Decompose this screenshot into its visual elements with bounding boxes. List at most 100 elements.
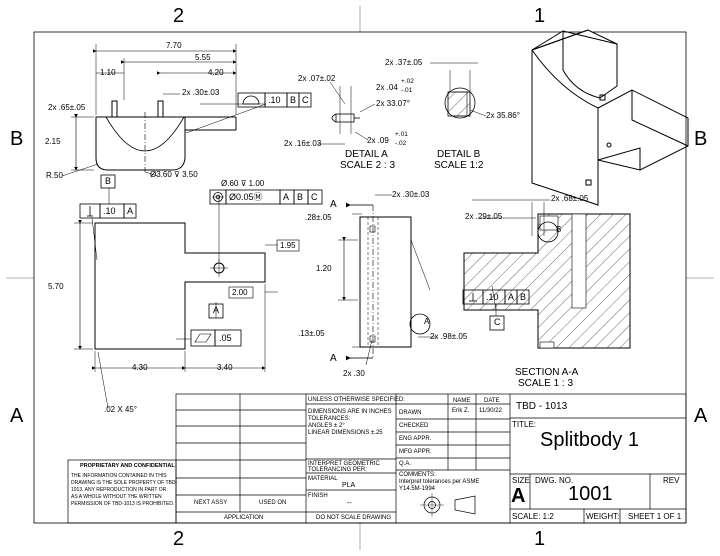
tb-unless: UNLESS OTHERWISE SPECIFIED: bbox=[308, 397, 405, 403]
fcf-perp-top-ref: A bbox=[127, 206, 134, 216]
isometric-view bbox=[531, 29, 689, 206]
detail-a-dim2-minus: -.01 bbox=[401, 87, 413, 94]
detail-a-callout: A bbox=[424, 317, 430, 326]
fcf-position bbox=[209, 189, 323, 205]
zone-left-b: B bbox=[10, 128, 24, 150]
boxed-dims bbox=[228, 239, 300, 299]
tb-used-on: USED ON bbox=[259, 500, 287, 506]
dim-width-2: 5.55 bbox=[195, 53, 211, 62]
tb-size-label: SIZE bbox=[512, 476, 530, 485]
tb-proprietary-line-1: THE INFORMATION CONTAINED IN THIS bbox=[71, 473, 167, 479]
detail-b bbox=[430, 62, 487, 119]
dim-height-front: 2.15 bbox=[45, 137, 61, 146]
zone-ticks bbox=[6, 6, 714, 550]
fcf-flatness bbox=[190, 303, 242, 347]
side-dim-d2: 1.20 bbox=[316, 264, 332, 273]
tb-title: Splitbody 1 bbox=[540, 429, 639, 451]
detail-a-dim2: 2x .04 bbox=[376, 83, 398, 92]
cut-label-bottom: A bbox=[330, 353, 337, 364]
detail-a-angle: 2x 33.07° bbox=[376, 99, 410, 108]
detail-a-dim4: 2x .09 bbox=[367, 136, 389, 145]
tb-title-label: TITLE: bbox=[512, 420, 537, 429]
tb-proprietary-line-3: 1013. ANY REPRODUCTION IN PART OR bbox=[71, 487, 167, 493]
zone-right-b: B bbox=[694, 128, 708, 150]
detail-a-dim1: 2x .07±.02 bbox=[298, 74, 336, 83]
detail-a-dim4-minus: -.02 bbox=[395, 140, 407, 147]
fcf-perp-top bbox=[79, 174, 137, 219]
cut-label-top: A bbox=[330, 199, 337, 210]
detail-b-angle: 2x 35.86° bbox=[486, 111, 520, 120]
tb-material: PLA bbox=[342, 482, 356, 489]
zone-top-2: 2 bbox=[173, 5, 185, 27]
detail-b-dim1: 2x .37±.05 bbox=[385, 58, 423, 67]
tb-tolerancing: TOLERANCING PER: bbox=[308, 467, 367, 473]
dim-radius: R.50 bbox=[46, 171, 63, 180]
fcf-position-ref-b: B bbox=[297, 192, 304, 202]
zone-bottom-1: 1 bbox=[534, 528, 546, 550]
tb-mfg-appr: MFG APPR. bbox=[399, 449, 432, 455]
section-fcf-tol: .10 bbox=[486, 292, 499, 302]
tb-next-assy: NEXT ASSY bbox=[194, 500, 228, 506]
fcf-position-tol: Ø0.05Ⓜ bbox=[229, 192, 263, 202]
tb-comment-2: Y14.5M-1994 bbox=[399, 486, 436, 492]
tb-proprietary-title: PROPRIETARY AND CONFIDENTIAL bbox=[80, 463, 175, 469]
section-dim3: 2x .98±.05 bbox=[430, 332, 468, 341]
detail-a-dim3: 2x .16±.03 bbox=[284, 139, 322, 148]
tb-drawn-name: Erik Z. bbox=[452, 408, 470, 414]
fcf-profile-ref-c: C bbox=[302, 95, 309, 105]
side-dim-d1: .28±.05 bbox=[305, 213, 332, 222]
dim-box-1: 1.95 bbox=[280, 241, 296, 250]
dim-left-offset: 1.10 bbox=[100, 68, 116, 77]
tb-application: APPLICATION bbox=[224, 515, 264, 521]
tb-comments: COMMENTS: bbox=[399, 472, 436, 478]
section-dim2: 2x .29±.05 bbox=[465, 212, 503, 221]
projection-symbol bbox=[420, 493, 476, 517]
detail-b-title: DETAIL B bbox=[437, 149, 481, 160]
section-title: SECTION A-A bbox=[515, 367, 579, 378]
tb-scale: SCALE: 1:2 bbox=[512, 512, 554, 521]
dim-bottom-left: 4.30 bbox=[132, 363, 148, 372]
dim-bore: Ø3.60 ⊽ 3.50 bbox=[150, 170, 198, 179]
dim-right-width: 4.20 bbox=[208, 68, 224, 77]
detail-b-scale: SCALE 1:2 bbox=[434, 160, 484, 171]
zone-top-1: 1 bbox=[534, 5, 546, 27]
zone-right-a: A bbox=[694, 405, 708, 427]
dim-box-2: 2.00 bbox=[232, 288, 248, 297]
detail-a-scale: SCALE 2 : 3 bbox=[340, 160, 396, 171]
tb-company: TBD - 1013 bbox=[516, 401, 568, 412]
datum-b-label: B bbox=[105, 176, 112, 186]
detail-a-title: DETAIL A bbox=[345, 149, 388, 160]
side-dim-d3: .13±.05 bbox=[298, 329, 325, 338]
tb-dont-scale: DO NOT SCALE DRAWING bbox=[316, 515, 392, 521]
tb-proprietary-line-5: PERMISSION OF TBD-1013 IS PROHIBITED. bbox=[71, 501, 175, 507]
detail-a bbox=[318, 81, 376, 145]
tb-interpret: INTERPRET GEOMETRIC bbox=[308, 461, 380, 467]
tb-drawn-date: 11/30/22 bbox=[479, 408, 502, 414]
zone-bottom-2: 2 bbox=[173, 528, 185, 550]
fcf-position-ref-a: A bbox=[283, 192, 290, 202]
tb-size: A bbox=[511, 485, 526, 507]
side-dim-holes: 2x .30±.03 bbox=[392, 190, 430, 199]
detail-a-dim2-plus: +.02 bbox=[401, 78, 414, 85]
front-view bbox=[61, 44, 267, 177]
fcf-profile-front bbox=[237, 92, 312, 108]
section-fcf-ref-a: A bbox=[508, 292, 515, 302]
tb-dwg-no-label: DWG. NO. bbox=[535, 476, 574, 485]
tb-finish: -- bbox=[347, 500, 352, 507]
tb-angles: ANGLES ± 2° bbox=[308, 423, 345, 429]
dim-bottom-right: 3.40 bbox=[217, 363, 233, 372]
dim-holes-front: 2x .30±.03 bbox=[182, 88, 220, 97]
title-block bbox=[67, 393, 687, 524]
tb-comment-1: Interpret tolerances per ASME bbox=[399, 479, 480, 485]
dim-overall-width: 7.70 bbox=[166, 41, 182, 50]
fcf-perp-top-tol: .10 bbox=[103, 206, 116, 216]
tb-qa: Q.A. bbox=[399, 461, 412, 467]
dim-height-top: 5.70 bbox=[48, 282, 64, 291]
section-fcf-ref-b: B bbox=[520, 292, 527, 302]
side-view bbox=[338, 194, 431, 366]
fcf-profile-ref-b: B bbox=[290, 95, 297, 105]
tb-weight: WEIGHT: bbox=[586, 512, 620, 521]
top-view bbox=[74, 188, 278, 409]
tb-checked: CHECKED bbox=[399, 423, 429, 429]
dim-chamfer: .02 X 45° bbox=[104, 405, 137, 414]
